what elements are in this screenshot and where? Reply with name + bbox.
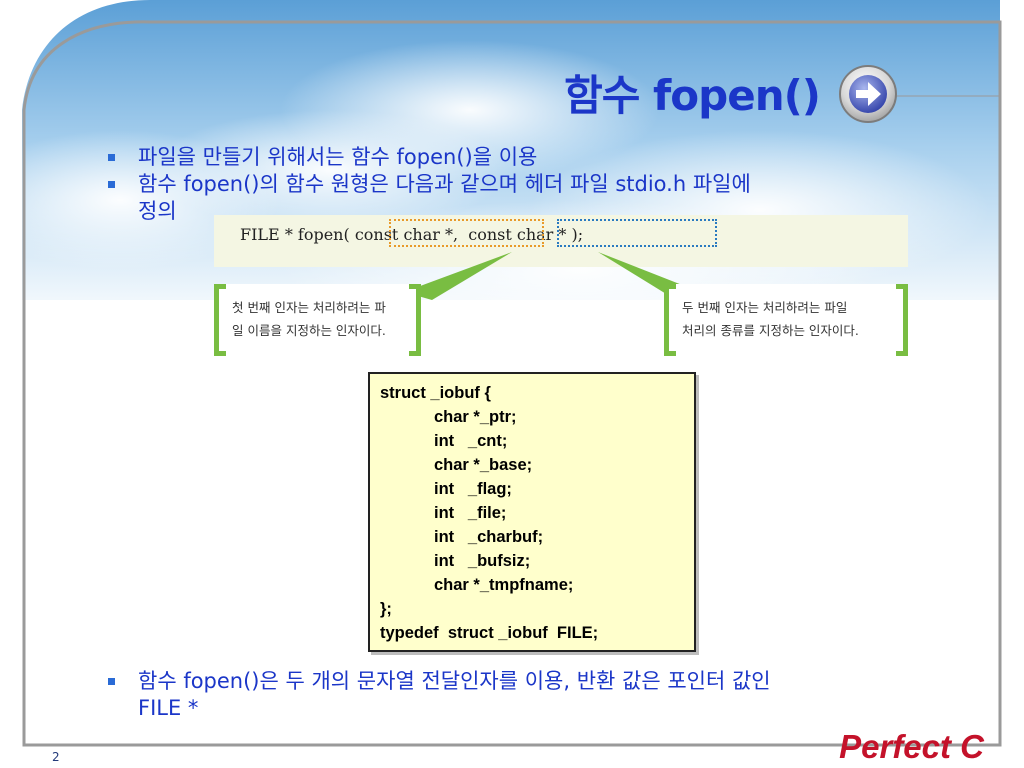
- code-line: char *_ptr;: [434, 408, 517, 426]
- callout-bracket-left: [214, 284, 226, 356]
- code-line: struct _iobuf {: [380, 384, 491, 402]
- prototype-arg-2: const char *: [468, 225, 567, 244]
- callout-line: 첫 번째 인자는 처리하려는 파: [232, 300, 386, 315]
- callout-first-arg: 첫 번째 인자는 처리하려는 파 일 이름을 지정하는 인자이다.: [214, 284, 421, 356]
- bullet-list-bottom: 함수 fopen()은 두 개의 문자열 전달인자를 이용, 반환 값은 포인터…: [106, 668, 956, 722]
- callout-text: 첫 번째 인자는 처리하려는 파 일 이름을 지정하는 인자이다.: [232, 296, 412, 342]
- bullet-text: 파일을 만들기 위해서는 함수 fopen()을 이용: [138, 145, 538, 169]
- bullet-marker: [108, 181, 115, 188]
- bullet-text-line: 정의: [138, 199, 177, 223]
- next-slide-button[interactable]: [836, 62, 900, 126]
- bullet-item: 함수 fopen()의 함수 원형은 다음과 같으며 헤더 파일 stdio.h…: [106, 171, 956, 225]
- bullet-text-line: FILE *: [138, 696, 199, 720]
- prototype-box: FILE * fopen( const char *, const char *…: [214, 215, 908, 267]
- arrow-right-circle-icon: [839, 65, 897, 123]
- bullet-list: 파일을 만들기 위해서는 함수 fopen()을 이용 함수 fopen()의 …: [106, 144, 956, 225]
- prototype-arg-1: const char *,: [354, 225, 459, 244]
- callout-line: 두 번째 인자는 처리하려는 파일: [682, 300, 848, 315]
- callout-line: 처리의 종류를 지정하는 인자이다.: [682, 323, 859, 338]
- prototype-suffix: );: [571, 225, 584, 244]
- code-line: int _file;: [434, 504, 507, 522]
- code-line: };: [380, 600, 392, 618]
- prototype-code: FILE * fopen( const char *, const char *…: [240, 225, 583, 244]
- code-line: int _flag;: [434, 480, 512, 498]
- callout-second-arg: 두 번째 인자는 처리하려는 파일 처리의 종류를 지정하는 인자이다.: [664, 284, 908, 356]
- callout-line: 일 이름을 지정하는 인자이다.: [232, 323, 386, 338]
- arg-1-highlight: [389, 219, 544, 247]
- callout-text: 두 번째 인자는 처리하려는 파일 처리의 종류를 지정하는 인자이다.: [682, 296, 896, 342]
- page-number: 2: [52, 750, 60, 764]
- code-line: int _bufsiz;: [434, 552, 531, 570]
- bullet-marker: [108, 678, 115, 685]
- bullet-item: 함수 fopen()은 두 개의 문자열 전달인자를 이용, 반환 값은 포인터…: [106, 668, 956, 722]
- code-line: typedef struct _iobuf FILE;: [380, 624, 599, 642]
- bullet-marker: [108, 154, 115, 161]
- prototype-prefix: FILE * fopen(: [240, 225, 350, 244]
- code-line: int _cnt;: [434, 432, 508, 450]
- slide-title: 함수 fopen(): [564, 71, 821, 120]
- bullet-text-line: 함수 fopen()은 두 개의 문자열 전달인자를 이용, 반환 값은 포인터…: [138, 669, 771, 693]
- callout-bracket-right: [896, 284, 908, 356]
- code-line: char *_base;: [434, 456, 533, 474]
- code-line: char *_tmpfname;: [434, 576, 574, 594]
- callout-bracket-left: [664, 284, 676, 356]
- callout-bracket-right: [409, 284, 421, 356]
- bullet-text-line: 함수 fopen()의 함수 원형은 다음과 같으며 헤더 파일 stdio.h…: [138, 172, 751, 196]
- arg-2-highlight: [557, 219, 717, 247]
- code-line: int _charbuf;: [434, 528, 544, 546]
- brand-footer: Perfect C: [839, 728, 984, 765]
- bullet-item: 파일을 만들기 위해서는 함수 fopen()을 이용: [106, 144, 956, 171]
- struct-code-box: struct _iobuf { char *_ptr; int _cnt; ch…: [368, 372, 696, 652]
